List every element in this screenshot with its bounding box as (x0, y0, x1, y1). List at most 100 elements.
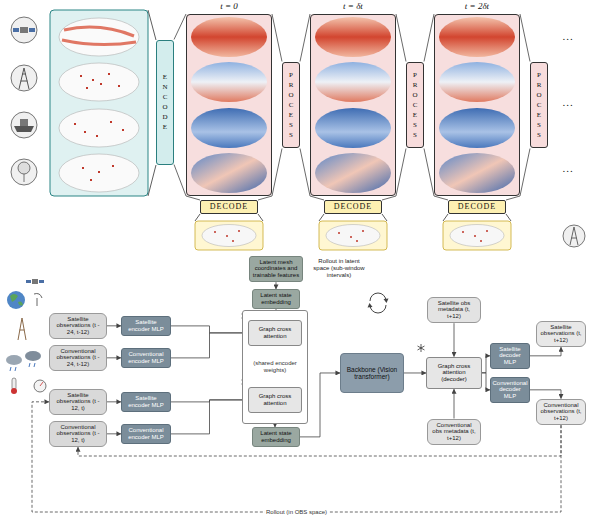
globe-map (315, 17, 391, 57)
loop-icon (370, 305, 386, 313)
panel-fill (186, 14, 272, 196)
node-text: t = 2δt (465, 1, 489, 11)
satellite-icon (26, 280, 31, 283)
loop-icon (370, 293, 386, 301)
globe-map (338, 231, 364, 241)
connector (171, 326, 248, 333)
attention-box: Graph cross attention (248, 320, 302, 346)
node-text: Satellite encoder MLP (124, 319, 168, 333)
globe-map (74, 122, 124, 136)
frozen-icon (418, 344, 425, 352)
mlp-box: Conventional decoder MLP (490, 377, 530, 404)
metadata-box: Conventional obs metadata (t, t+12) (427, 419, 481, 446)
mlp-box: Satellite encoder MLP (121, 316, 171, 336)
connector (107, 325, 121, 326)
satellite-icon (32, 279, 38, 284)
globe-map (315, 153, 391, 193)
rain-icon (10, 363, 35, 371)
funnel-line (148, 10, 156, 196)
thermometer-icon (11, 388, 17, 394)
output-panel (195, 221, 263, 250)
connector (424, 14, 434, 196)
connector (174, 14, 186, 196)
node-text: Satellite encoder MLP (124, 395, 168, 409)
globe-map (59, 18, 139, 56)
connector (272, 14, 282, 196)
node-text: Satellite obs metadata (t, t+12) (431, 300, 477, 321)
station-icon (570, 227, 578, 245)
balloon-icon (18, 162, 30, 174)
panel-fill (434, 14, 520, 196)
connector (107, 433, 121, 434)
attention-box: Graph cross attention (decoder) (426, 357, 482, 390)
latent-box: Latent state embedding (252, 289, 300, 309)
connector (454, 389, 455, 418)
ship-icon (20, 119, 28, 126)
mlp-box: Conventional encoder MLP (121, 348, 171, 368)
annotation: ... (553, 162, 583, 175)
mlp-box: Satellite encoder MLP (121, 392, 171, 412)
mlp-box: Conventional encoder MLP (121, 424, 171, 444)
decode-block: DECODE (448, 200, 506, 214)
globe-map (80, 74, 120, 88)
label-slot: ... (553, 162, 583, 175)
process-block: PROCESS (282, 62, 300, 149)
node-text: Latent state embedding (255, 292, 297, 306)
gauge-icon (34, 380, 46, 392)
panel-fill (310, 14, 396, 196)
annotation: ... (553, 30, 583, 43)
earth-icon (10, 294, 23, 306)
node-text: Graph cross attention (251, 326, 299, 340)
node-text: Graph cross attention (decoder) (429, 363, 479, 384)
globe-map (59, 109, 139, 147)
node-text: Conventional encoder MLP (124, 427, 168, 441)
connector (482, 356, 490, 373)
node-text: Satellite observations (t - 12, t) (53, 392, 103, 413)
earth-icon (7, 291, 25, 309)
attention-box: Graph cross attention (248, 387, 302, 413)
node-text: Conventional observations (t - 12, t) (53, 424, 103, 445)
cloud-icon (6, 355, 22, 365)
node-text: t = δt (343, 1, 363, 11)
globe-map (214, 231, 240, 241)
node-text: Conventional encoder MLP (124, 351, 168, 365)
globe-map (59, 63, 139, 101)
globe-map (439, 17, 515, 57)
node-text: Satellite observations (t - 24, t-12) (53, 316, 103, 337)
globe-map (462, 231, 488, 241)
metadata-box: Satellite obs metadata (t, t+12) (427, 297, 481, 324)
edge-label: Rollout (in OBS space) (264, 509, 329, 515)
decode-block: DECODE (324, 200, 382, 214)
tower-icon (18, 318, 26, 340)
output-panel (319, 221, 387, 250)
gauge-icon (40, 382, 43, 386)
label-slot: ... (553, 30, 583, 43)
globe-map (202, 225, 256, 247)
node-text: PROCESS (536, 70, 543, 141)
latent-box: Latent state embedding (252, 427, 300, 447)
satellite-icon (39, 280, 44, 283)
encode-block: ENCODE (156, 40, 174, 165)
globe-map (191, 62, 267, 102)
process-block: PROCESS (406, 62, 424, 149)
globe-map (82, 166, 114, 180)
observation-box: Satellite observations (t - 24, t-12) (49, 313, 107, 340)
label-slot: Rollout (in OBS space) (264, 509, 329, 515)
satellite-icon (13, 28, 19, 32)
connector (300, 14, 310, 196)
ship-icon (11, 112, 37, 138)
connector (482, 373, 490, 390)
node-text: Conventional decoder MLP (492, 380, 527, 401)
funnel-line (195, 214, 511, 221)
node-text: Latent state embedding (255, 430, 297, 444)
node-text: t = 0 (220, 1, 238, 11)
node-text: ENCODE (162, 72, 169, 133)
label-slot: ... (553, 96, 583, 109)
connector (530, 390, 561, 399)
mlp-box: Satellite decoder MLP (490, 343, 530, 370)
tower-icon (19, 68, 29, 89)
node-text: DECODE (210, 202, 248, 211)
node-text: Satellite decoder MLP (493, 346, 527, 367)
annotation: ... (553, 96, 583, 109)
connector (107, 401, 121, 402)
